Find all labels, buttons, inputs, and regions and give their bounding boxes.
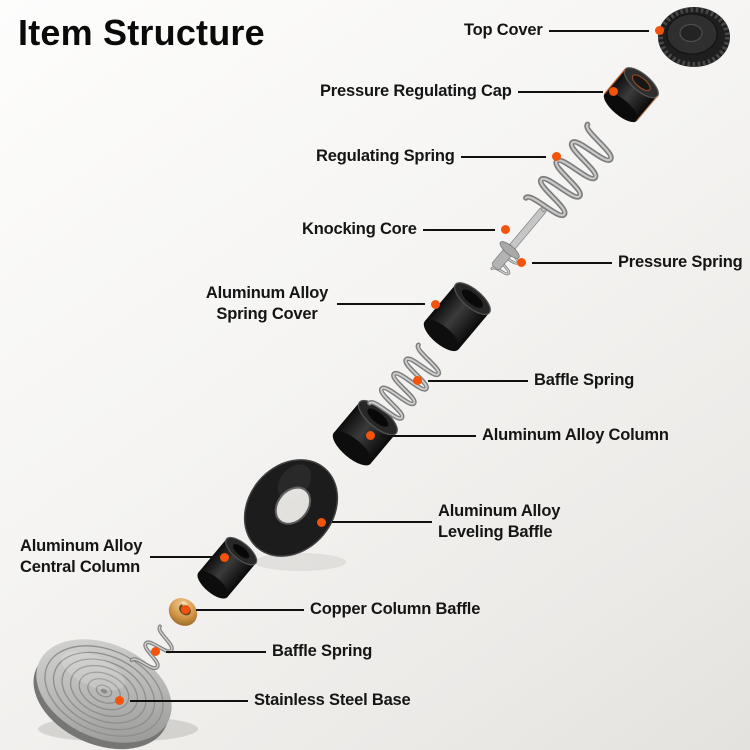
- marker-dot: [366, 431, 375, 441]
- marker-dot: [654, 26, 664, 36]
- marker-dot: [220, 552, 229, 562]
- marker-dot: [431, 299, 440, 309]
- callout-regulating-spring: Regulating Spring: [316, 146, 561, 167]
- part-label-pressure-spring: Pressure Spring: [618, 253, 743, 271]
- part-label-baffle-spring-upper: Baffle Spring: [534, 371, 635, 389]
- callout-baffle-spring-upper: Baffle Spring: [413, 370, 634, 391]
- part-label-pressure-regulating-cap: Pressure Regulating Cap: [320, 82, 512, 100]
- callout-aluminum-alloy-spring-cover: Aluminum Alloy Spring Cover: [203, 283, 440, 325]
- marker-dot: [115, 696, 124, 706]
- marker-dot: [608, 87, 618, 97]
- part-label-baffle-spring-lower: Baffle Spring: [272, 642, 373, 660]
- marker-dot: [151, 647, 160, 657]
- central-column-part: [197, 536, 258, 599]
- spring-cover-part: [423, 282, 491, 352]
- callout-stainless-steel-base: Stainless Steel Base: [115, 690, 411, 711]
- leader-line: [548, 29, 649, 32]
- stainless-steel-base-part: [33, 639, 172, 750]
- marker-dot: [181, 605, 190, 615]
- knocking-core-part: [491, 204, 548, 270]
- leader-line: [422, 228, 495, 231]
- part-label-regulating-spring: Regulating Spring: [316, 147, 455, 165]
- leader-line: [381, 434, 476, 437]
- leader-line: [337, 303, 425, 306]
- marker-dot: [413, 376, 422, 386]
- pressure-regulating-cap-part: [603, 67, 659, 123]
- leader-line: [332, 521, 432, 524]
- part-label-aluminum-alloy-column: Aluminum Alloy Column: [482, 426, 669, 444]
- leader-line: [150, 556, 214, 559]
- leader-line: [532, 261, 612, 264]
- top-cover-part: [658, 7, 730, 67]
- baffle-spring-upper-part: [367, 342, 441, 421]
- baffle-shadow: [254, 553, 346, 571]
- leader-line: [460, 155, 546, 158]
- callout-copper-column-baffle: Copper Column Baffle: [181, 599, 480, 620]
- callout-knocking-core: Knocking Core: [302, 219, 510, 240]
- part-label-stainless-steel-base: Stainless Steel Base: [254, 691, 411, 709]
- part-label-aluminum-alloy-spring-cover: Aluminum Alloy Spring Cover: [205, 284, 329, 324]
- marker-dot: [551, 152, 561, 162]
- callout-aluminum-alloy-leveling-baffle: Aluminum Alloy Leveling Baffle: [317, 501, 562, 543]
- leader-line: [196, 608, 304, 611]
- part-label-knocking-core: Knocking Core: [302, 220, 417, 238]
- leader-line: [130, 699, 248, 702]
- part-label-top-cover: Top Cover: [464, 21, 543, 39]
- marker-dot: [317, 517, 326, 527]
- callout-aluminum-alloy-central-column: Aluminum Alloy Central Column: [20, 536, 229, 578]
- baffle-spring-lower-part: [129, 624, 174, 671]
- callout-aluminum-alloy-column: Aluminum Alloy Column: [366, 425, 669, 446]
- part-label-copper-column-baffle: Copper Column Baffle: [310, 600, 481, 618]
- callout-baffle-spring-lower: Baffle Spring: [151, 641, 372, 662]
- leader-line: [166, 650, 266, 653]
- page-title: Item Structure: [18, 12, 265, 53]
- callout-top-cover: Top Cover: [464, 20, 664, 41]
- regulating-spring-part: [523, 121, 614, 218]
- leader-line: [517, 90, 603, 93]
- callout-pressure-regulating-cap: Pressure Regulating Cap: [320, 81, 618, 102]
- leader-line: [428, 379, 528, 382]
- part-label-aluminum-alloy-central-column: Aluminum Alloy Central Column: [20, 537, 143, 577]
- leveling-baffle-part: [243, 459, 339, 557]
- marker-dot: [500, 225, 510, 235]
- callout-pressure-spring: Pressure Spring: [517, 252, 743, 273]
- marker-dot: [517, 258, 526, 268]
- part-label-aluminum-alloy-leveling-baffle: Aluminum Alloy Leveling Baffle: [438, 502, 561, 542]
